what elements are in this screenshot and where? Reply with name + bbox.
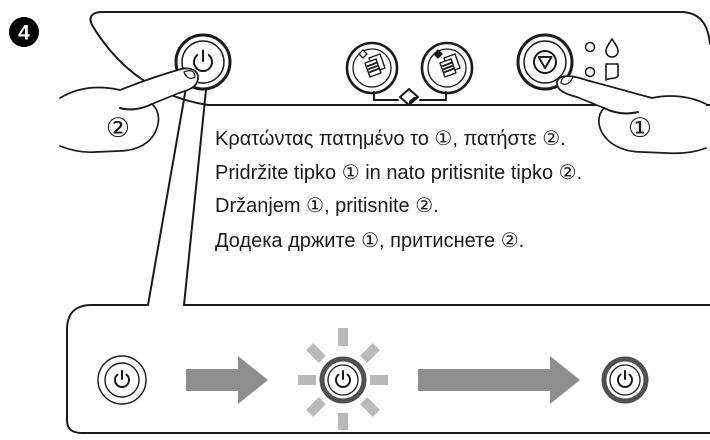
- step-badge-circle: [9, 17, 39, 47]
- power-icon: [617, 370, 633, 388]
- copy-bw-button: [345, 41, 399, 95]
- light-ray: [360, 397, 380, 417]
- light-ray: [360, 343, 380, 363]
- arrow-right-icon: [418, 356, 580, 404]
- step-number: 4: [18, 22, 30, 45]
- right-hand-pointer: ①: [556, 75, 707, 155]
- power-state-flashing: [298, 328, 388, 430]
- finger-crease: [603, 107, 639, 115]
- right-hand-label: ①: [628, 113, 652, 144]
- left-hand-label: ②: [106, 113, 130, 144]
- copy-color-icon: [433, 49, 461, 78]
- stop-icon: [533, 50, 557, 74]
- instruction-text: Κρατώντας πατημένο το ①, πατήστε ②. Prid…: [215, 128, 582, 252]
- stop-icon-triangle: [537, 56, 553, 69]
- color-mode-icon: [399, 88, 419, 106]
- copy-bracket: [373, 88, 447, 106]
- copy-color-button: [420, 41, 474, 95]
- power-icon: [193, 49, 213, 72]
- ink-led: [584, 41, 596, 53]
- callout-line-left: [147, 87, 187, 306]
- instruction-line-greek: Κρατώντας πατημένο το ①, πατήστε ②.: [215, 128, 566, 150]
- instruction-line-macedonian: Додека држите ①, притиснете ②.: [215, 230, 524, 252]
- mode-diamond-outline: [358, 49, 368, 59]
- finger-crease: [119, 103, 153, 111]
- fingernail-icon: [560, 75, 574, 85]
- left-hand-pointer: ②: [59, 67, 199, 154]
- stop-button-face: [523, 40, 567, 84]
- step-badge: 4: [9, 17, 39, 47]
- power-icon: [114, 370, 130, 388]
- stop-icon-circle: [533, 50, 557, 74]
- arrow-right-icon: [186, 356, 268, 404]
- light-ray: [306, 343, 326, 363]
- paper-lines: [367, 62, 379, 73]
- power-state-lit: [601, 356, 649, 404]
- paper-lines: [442, 62, 454, 73]
- stop-button: [516, 33, 574, 91]
- light-ray: [338, 413, 348, 430]
- paper-led: [584, 66, 596, 78]
- light-ray: [338, 328, 348, 346]
- callout-line-right: [183, 89, 207, 306]
- ink-drop-icon: [605, 38, 619, 58]
- sequence-panel-outline: [66, 304, 710, 434]
- light-ray: [298, 375, 316, 385]
- power-icon: [335, 370, 351, 388]
- paper-icon: [605, 63, 619, 81]
- hand-icon: [556, 75, 707, 155]
- sequence-panel: [66, 304, 710, 434]
- light-ray: [370, 375, 388, 385]
- light-rays: [298, 328, 388, 430]
- power-state-unlit: [97, 355, 147, 405]
- instruction-line-slovenian: Pridržite tipko ① in nato pritisnite tip…: [215, 162, 582, 184]
- status-indicators: [584, 38, 619, 81]
- instruction-line-croatian: Držanjem ①, pritisnite ②.: [215, 195, 439, 217]
- copy-bw-icon: [358, 49, 386, 78]
- fingernail-icon: [183, 70, 196, 79]
- light-ray: [306, 397, 326, 417]
- color-mode-shade: [409, 97, 418, 105]
- mode-diamond-filled: [433, 49, 443, 59]
- bracket-line: [373, 91, 447, 101]
